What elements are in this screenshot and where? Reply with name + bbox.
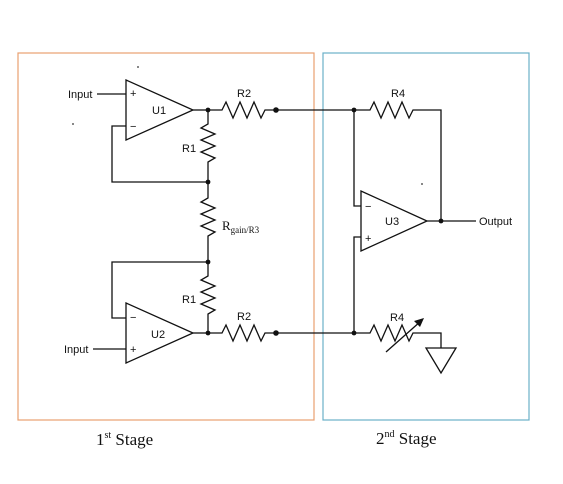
- opamp-u2: [125, 301, 195, 365]
- stage-1-label: 1st Stage: [96, 430, 153, 449]
- resistor-r1-bottom-label: R1: [182, 294, 196, 306]
- node-u3-out: [438, 218, 444, 224]
- opamp-u3-label: U3: [385, 216, 399, 228]
- u1-feedback-wire: [111, 125, 208, 183]
- resistor-r2-top: [208, 100, 276, 120]
- opamp-u1-label: U1: [152, 105, 166, 117]
- input-bottom-label: Input: [64, 344, 88, 356]
- resistor-r1-top: [199, 110, 217, 182]
- output-label: Output: [479, 216, 512, 228]
- opamp-u1: [125, 78, 195, 142]
- u3-inverting-wire: [353, 110, 361, 207]
- resistor-r4-bottom-label: R4: [390, 312, 404, 324]
- opamp-u3-minus-sign: −: [365, 201, 371, 213]
- u2-feedback-wire: [111, 261, 208, 319]
- resistor-r4-top: [354, 100, 442, 221]
- stage-2-box: [322, 52, 530, 421]
- stray-dot: [137, 66, 139, 68]
- opamp-u1-plus-sign: +: [130, 88, 136, 100]
- opamp-u1-minus-sign: −: [130, 121, 136, 133]
- stage-2-label: 2nd Stage: [376, 429, 437, 448]
- resistor-r1-top-label: R1: [182, 143, 196, 155]
- resistor-rgain-label: Rgain/R3: [222, 218, 260, 235]
- ground-icon: [424, 347, 458, 375]
- opamp-u2-label: U2: [151, 329, 165, 341]
- resistor-r2-top-label: R2: [237, 88, 251, 100]
- resistor-r4-top-label: R4: [391, 88, 405, 100]
- stray-dot: [72, 123, 74, 125]
- resistor-r4-bottom-arrow: [385, 320, 422, 353]
- resistor-r2-bottom: [208, 323, 276, 343]
- opamp-u3-plus-sign: +: [365, 233, 371, 245]
- resistor-rgain: [199, 182, 217, 262]
- resistor-r2-bottom-label: R2: [237, 311, 251, 323]
- stray-dot: [421, 183, 423, 185]
- u3-noninverting-wire: [353, 236, 361, 333]
- resistor-r4-bottom-arrowhead: [414, 318, 424, 327]
- input-top-label: Input: [68, 89, 92, 101]
- stage-1-box: [17, 52, 315, 421]
- opamp-u2-plus-sign: +: [130, 344, 136, 356]
- resistor-r4-bottom: [354, 323, 442, 348]
- opamp-u3: [360, 189, 429, 253]
- resistor-r1-bottom: [199, 262, 217, 333]
- opamp-u2-minus-sign: −: [130, 312, 136, 324]
